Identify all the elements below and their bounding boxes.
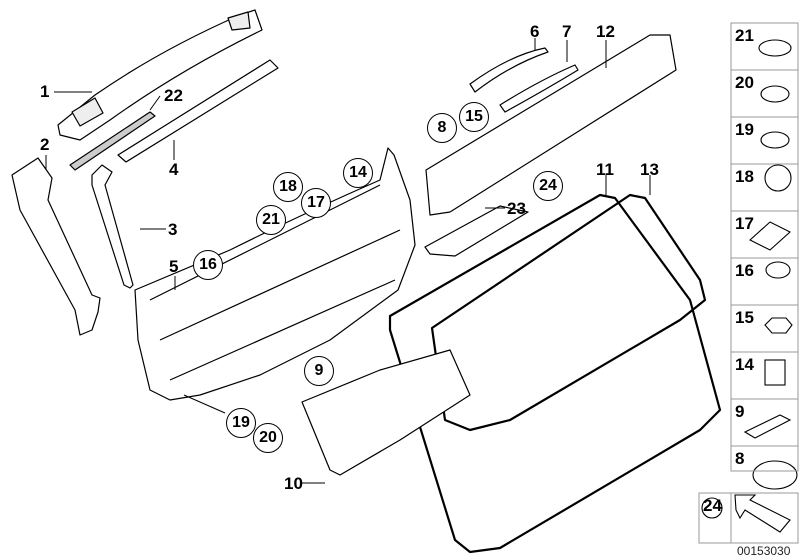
cap-icon <box>758 39 792 57</box>
bracket-plate-icon <box>743 414 792 439</box>
circled-callout-17: 17 <box>301 188 331 218</box>
legend-number-16: 16 <box>735 261 754 280</box>
clip-rivet-icon <box>760 131 790 149</box>
clip-nut-icon <box>749 221 791 251</box>
callout-2: 2 <box>40 135 50 154</box>
callout-11: 11 <box>596 160 614 179</box>
legend-number-8: 8 <box>735 449 745 468</box>
circled-callout-16: 16 <box>193 250 223 280</box>
part-1-trim-strip <box>57 9 263 141</box>
part-5-lining-frame <box>134 147 416 401</box>
part-13-seal <box>430 193 707 432</box>
bolt-icon <box>765 261 791 279</box>
part-23-pad <box>424 205 529 257</box>
legend-number-9: 9 <box>735 402 745 421</box>
callout-6: 6 <box>530 22 540 41</box>
callout-4: 4 <box>169 160 179 179</box>
drawing-number: 00153030 <box>737 544 791 558</box>
circled-callout-21: 21 <box>256 205 286 235</box>
callout-3: 3 <box>168 220 178 239</box>
cover-cap-icon <box>752 460 798 490</box>
legend-grid <box>698 22 799 544</box>
part-4-rail <box>117 59 279 163</box>
legend-number-18: 18 <box>735 167 754 186</box>
direction-arrow-icon <box>734 494 791 533</box>
flat-head-screw-icon <box>701 497 723 519</box>
legend-number-17: 17 <box>735 214 754 233</box>
circled-callout-8: 8 <box>427 113 457 143</box>
push-clip-icon <box>764 359 786 386</box>
part-3-side-trim <box>91 164 134 289</box>
hex-nut-icon <box>764 317 793 334</box>
callout-5: 5 <box>169 257 179 276</box>
legend-number-21: 21 <box>735 26 754 45</box>
callout-22: 22 <box>164 86 183 105</box>
part-11-seal <box>388 193 722 554</box>
callout-1: 1 <box>40 82 50 101</box>
part-7-cover <box>499 64 579 113</box>
callout-23: 23 <box>507 199 526 218</box>
legend-number-20: 20 <box>735 73 754 92</box>
legend-number-14: 14 <box>735 355 754 374</box>
legend-number-24: 24 <box>703 496 722 515</box>
circled-callout-15: 15 <box>459 102 489 132</box>
circled-callout-9: 9 <box>304 356 334 386</box>
callout-10: 10 <box>284 474 303 493</box>
legend-number-19: 19 <box>735 120 754 139</box>
expanding-rivet-icon <box>760 85 790 103</box>
part-10-handle-trim <box>301 349 471 476</box>
part-2-pillar <box>11 157 101 336</box>
circled-callout-18: 18 <box>273 172 303 202</box>
circled-callout-19: 19 <box>226 408 256 438</box>
callout-13: 13 <box>640 160 659 179</box>
part-6-cover <box>469 47 549 93</box>
circled-callout-24: 24 <box>533 171 563 201</box>
callout-7: 7 <box>562 22 572 41</box>
legend-number-15: 15 <box>735 308 754 327</box>
circled-callout-20: 20 <box>253 423 283 453</box>
screw-washer-icon <box>764 164 792 192</box>
part-12-trim-panel <box>425 34 677 216</box>
part-22-strip <box>69 111 156 171</box>
circled-callout-14: 14 <box>343 158 373 188</box>
callout-12: 12 <box>596 22 615 41</box>
